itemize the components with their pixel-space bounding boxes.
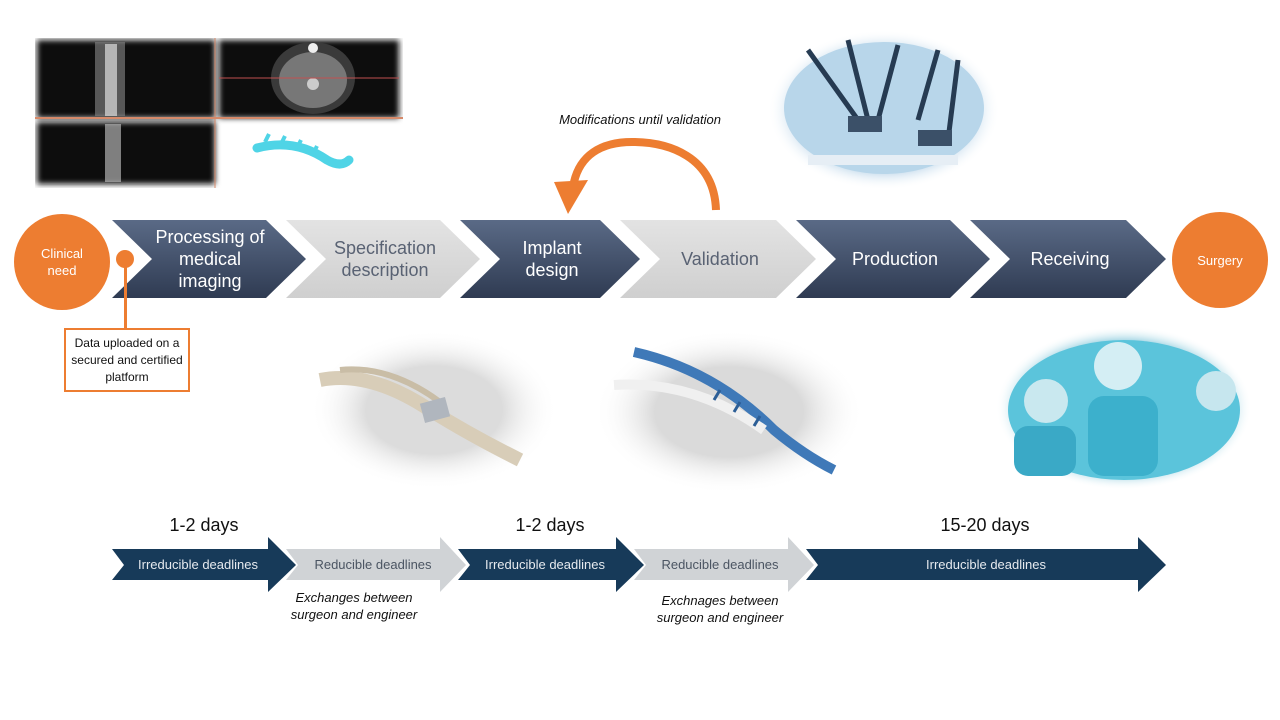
deadline-label-b: Reducible deadlines xyxy=(314,557,432,572)
deadline-label-e: Irreducible deadlines xyxy=(926,557,1046,572)
chevron-production xyxy=(796,220,990,298)
note-exchanges-2: Exchnages between surgeon and engineer xyxy=(656,593,784,625)
callout-box: Data uploaded on a secured and certified… xyxy=(64,328,190,392)
deadline-label-d: Reducible deadlines xyxy=(661,557,779,572)
chevron-receiving xyxy=(970,220,1166,298)
surgery-label: Surgery xyxy=(1197,252,1243,268)
medical-imaging-scans xyxy=(35,38,403,188)
deadline-arrow-a xyxy=(112,537,296,592)
duration-3: 15-20 days xyxy=(940,515,1030,535)
chevron-implant-design xyxy=(460,220,640,298)
callout-connector xyxy=(124,266,127,328)
callout-dot xyxy=(116,250,134,268)
deadline-label-c: Irreducible deadlines xyxy=(485,557,605,572)
deadline-label-a: Irreducible deadlines xyxy=(138,557,258,572)
loop-label: Modifications until validation xyxy=(559,112,721,127)
deadline-arrow-e xyxy=(806,537,1166,592)
deadline-arrow-b xyxy=(286,537,466,592)
step-implant-design: Implant design xyxy=(522,238,582,280)
chevron-validation xyxy=(620,220,816,298)
modification-loop-arrow xyxy=(554,137,720,214)
duration-1: 1-2 days xyxy=(169,515,239,535)
deadline-arrow-c xyxy=(458,537,644,592)
surgery-photo xyxy=(996,326,1252,490)
surgery-circle: Surgery xyxy=(1172,212,1268,308)
robotic-production-photo xyxy=(768,30,1000,190)
step-production: Production xyxy=(851,249,939,269)
step-specification: Specification description xyxy=(333,238,437,280)
duration-2: 1-2 days xyxy=(515,515,585,535)
chevron-specification xyxy=(286,220,480,298)
note-exchanges-1: Exchanges between surgeon and engineer xyxy=(290,590,418,622)
step-receiving: Receiving xyxy=(1030,249,1110,269)
deadline-arrow-d xyxy=(634,537,814,592)
step-validation: Validation xyxy=(681,249,759,269)
step-processing: Processing of medical imaging xyxy=(155,227,265,291)
implant-validation-photo xyxy=(594,330,864,494)
clinical-need-label: Clinical need xyxy=(41,246,83,278)
implant-model-photo xyxy=(310,330,558,490)
chevron-processing xyxy=(112,220,306,298)
clinical-need-circle: Clinical need xyxy=(14,214,110,310)
